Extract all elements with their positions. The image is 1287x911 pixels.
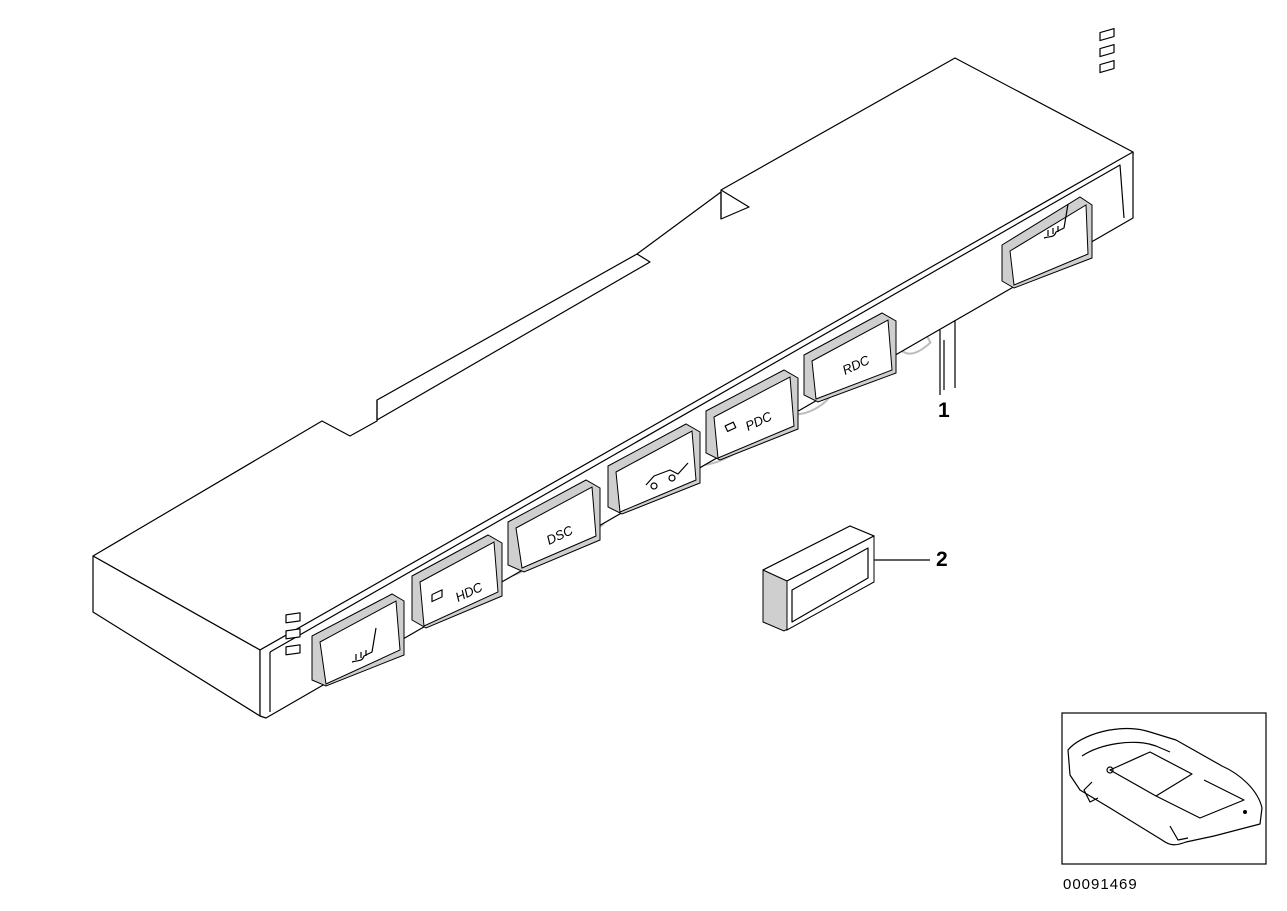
callout-2-label: 2 bbox=[936, 548, 948, 571]
led-indicators-right bbox=[1099, 27, 1115, 74]
seat-heating-icon bbox=[351, 627, 377, 663]
callout-2: 2 bbox=[874, 548, 948, 571]
blank-cover-part bbox=[762, 525, 875, 632]
callout-1-label: 1 bbox=[938, 399, 950, 422]
vehicle-locator-thumbnail bbox=[1061, 712, 1267, 865]
button-tailgate bbox=[607, 423, 701, 515]
seat-heating-icon bbox=[1043, 203, 1069, 239]
button-seat-heating-left bbox=[311, 593, 405, 687]
button-pdc: PDC bbox=[705, 369, 799, 461]
tailgate-car-icon bbox=[645, 462, 689, 490]
car-outline-icon bbox=[1067, 727, 1263, 846]
document-number: 00091469 bbox=[1063, 876, 1138, 893]
led-indicators-left bbox=[285, 612, 301, 656]
switch-block-housing bbox=[92, 57, 1134, 719]
button-rdc: RDC bbox=[803, 312, 897, 403]
button-hdc: HDC bbox=[411, 534, 503, 629]
button-seat-heating-right bbox=[1001, 196, 1093, 289]
button-dsc: DSC bbox=[507, 479, 601, 573]
callout-1: 1 bbox=[938, 340, 950, 422]
